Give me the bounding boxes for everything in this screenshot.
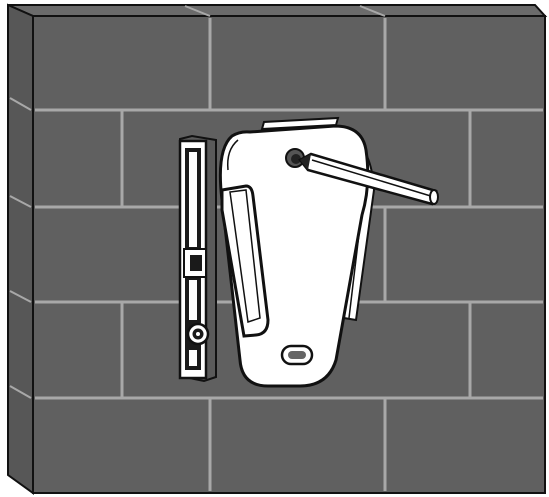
wall-top-face [7, 4, 548, 17]
wall-side-face [7, 3, 34, 495]
spirit-level-icon [178, 134, 217, 383]
brick-mortar-edges [9, 5, 386, 399]
mounting-bracket-icon [218, 116, 376, 388]
pencil-icon [298, 152, 439, 206]
